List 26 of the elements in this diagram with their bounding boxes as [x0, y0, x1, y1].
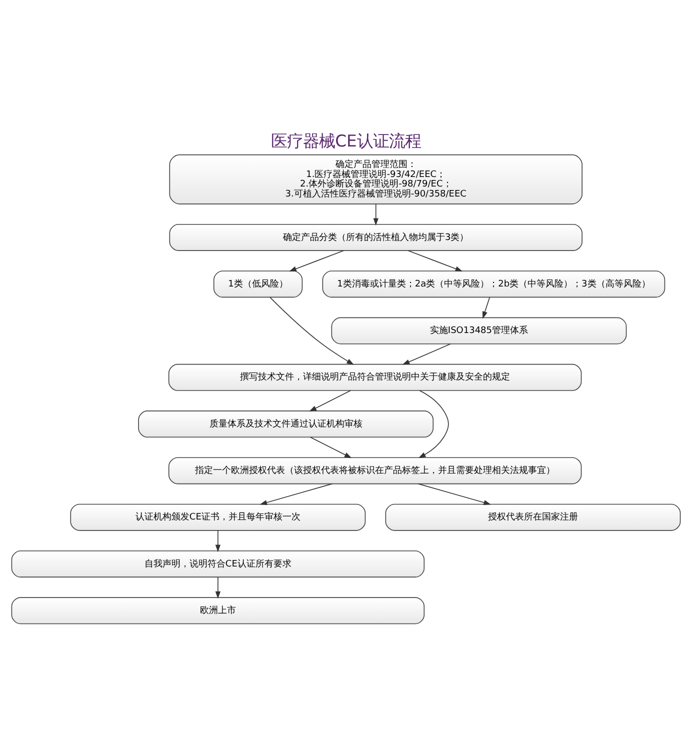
- node-box: 确定产品分类（所有的活性植入物均属于3类）: [169, 223, 582, 250]
- arrow: [260, 482, 333, 505]
- node-box: 确定产品管理范围： 1.医疗器械管理说明-93/42/EEC； 2.体外诊断设备管理说明-98/79/EC； 3.可植入活性医疗器械管理说明-90/358/EEC: [169, 154, 582, 204]
- node-box: 1类（低风险）: [213, 270, 303, 298]
- node-box: 撰写技术文件，详细说明产品符合管理说明中关于健康及安全的规定: [168, 363, 582, 390]
- arrow: [215, 576, 221, 598]
- arrow: [289, 250, 344, 271]
- node-box: 授权代表所在国家注册: [385, 503, 681, 530]
- node-box: 认证机构颁发CE证书，并且每年审核一次: [70, 503, 366, 530]
- arrow: [309, 390, 352, 412]
- node-box: 自我声明，说明符合CE认证所有要求: [11, 550, 425, 577]
- arrow: [418, 390, 449, 458]
- arrow: [482, 296, 490, 318]
- node-box: 质量体系及技术文件通过认证机构审核: [138, 410, 434, 438]
- arrow: [270, 296, 354, 364]
- diagram-title: 医疗器械CE认证流程: [271, 131, 421, 150]
- node-box: 实施ISO13485管理体系: [331, 316, 627, 344]
- arrow: [418, 482, 492, 505]
- node-box: 指定一个欧洲授权代表（该授权代表将被标识在产品标签上，并且需要处理相关法规事宜）: [168, 456, 582, 484]
- arrow: [373, 203, 378, 226]
- node-box: 1类消毒或计量类；2a类（中等风险）；2b类（中等风险）；3类（高等风险）: [322, 270, 666, 298]
- arrow: [215, 530, 221, 552]
- node-box: 欧洲上市: [11, 596, 425, 624]
- arrow: [310, 436, 352, 458]
- arrow: [402, 342, 451, 364]
- arrow: [408, 250, 463, 271]
